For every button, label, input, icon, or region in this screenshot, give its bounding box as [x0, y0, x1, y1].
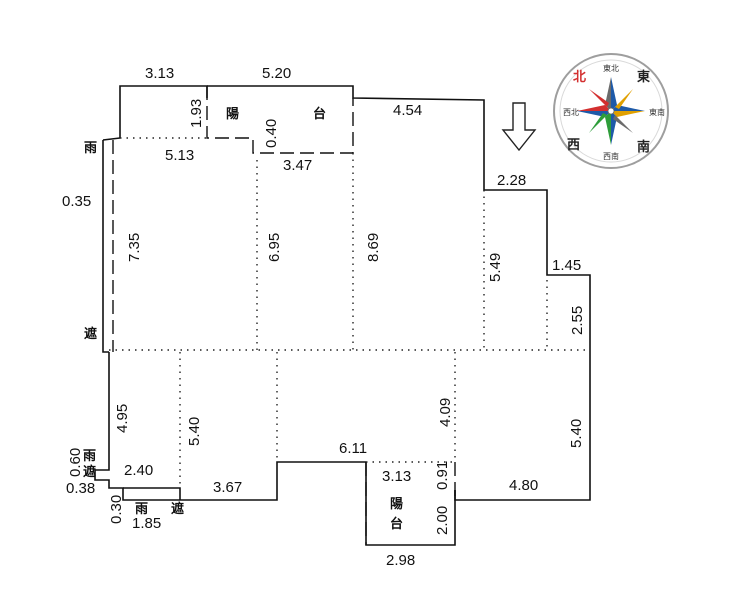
- dim-3-13-bottom: 3.13: [382, 468, 411, 485]
- outer-walls: [94, 85, 591, 546]
- dim-1-85: 1.85: [132, 515, 161, 532]
- dim-2-00: 2.00: [434, 506, 451, 535]
- compass-top-small: 東北: [603, 63, 619, 73]
- dim-5-13: 5.13: [165, 147, 194, 164]
- dim-0-91: 0.91: [434, 461, 451, 490]
- dim-5-49: 5.49: [487, 253, 504, 282]
- rain-shelter-bottom: 雨: [135, 502, 148, 517]
- area-labels: 陽 台 陽 台 雨 遮 雨 遮 雨 遮: [83, 106, 403, 532]
- dim-3-67: 3.67: [213, 479, 242, 496]
- rain-shelter-left-top: 雨: [84, 141, 97, 156]
- dim-2-55: 2.55: [569, 306, 586, 335]
- compass-left-big: 西: [567, 138, 580, 153]
- dim-8-69: 8.69: [365, 233, 382, 262]
- dim-2-98: 2.98: [386, 552, 415, 569]
- dim-0-38: 0.38: [66, 480, 95, 497]
- balcony-bottom-label-1: 陽: [390, 496, 403, 512]
- dim-5-40-right: 5.40: [568, 419, 585, 448]
- rain-shelter-left-low-1: 雨: [83, 449, 96, 464]
- dimension-labels: 3.13 5.20 1.93 0.40 5.13 3.47 4.54 2.28 …: [62, 65, 586, 569]
- dim-4-95: 4.95: [114, 404, 131, 433]
- dim-1-93: 1.93: [188, 99, 205, 128]
- dim-2-28: 2.28: [497, 172, 526, 189]
- dim-5-20: 5.20: [262, 65, 291, 82]
- down-arrow-icon: [501, 102, 537, 152]
- dim-0-30: 0.30: [108, 495, 125, 524]
- dim-0-60: 0.60: [67, 448, 84, 477]
- rain-shelter-left-low-2: 遮: [83, 464, 96, 480]
- compass-left-small: 西北: [563, 108, 579, 117]
- dim-3-13-top: 3.13: [145, 65, 174, 82]
- dim-0-35: 0.35: [62, 193, 91, 210]
- dim-6-95: 6.95: [266, 233, 283, 262]
- dim-5-40-left: 5.40: [186, 417, 203, 446]
- dashed-lines: [112, 86, 456, 545]
- dim-0-40: 0.40: [263, 119, 280, 148]
- dim-7-35: 7.35: [126, 233, 143, 262]
- balcony-top-label-1: 陽: [226, 106, 239, 122]
- dim-4-80: 4.80: [509, 477, 538, 494]
- dim-3-47: 3.47: [283, 157, 312, 174]
- dim-2-40: 2.40: [124, 462, 153, 479]
- dotted-dividers: [109, 137, 590, 488]
- balcony-top-label-2: 台: [313, 106, 326, 122]
- rain-shelter-left-mid: 遮: [84, 326, 97, 342]
- compass-right-small: 東南: [649, 107, 665, 117]
- compass-top-big: 東: [637, 69, 650, 85]
- dim-4-09: 4.09: [437, 398, 454, 427]
- dim-6-11: 6.11: [339, 440, 367, 457]
- compass-bottom-big: 南: [637, 139, 650, 155]
- dim-4-54: 4.54: [393, 102, 422, 119]
- balcony-bottom-label-2: 台: [390, 516, 403, 532]
- compass-icon: 北 東 西 南 東北 西北 東南 西南: [553, 53, 669, 169]
- shade-bottom: 遮: [171, 501, 184, 517]
- dim-1-45: 1.45: [552, 257, 581, 274]
- compass-bottom-small: 西南: [603, 151, 619, 161]
- compass-red-label: 北: [573, 70, 586, 85]
